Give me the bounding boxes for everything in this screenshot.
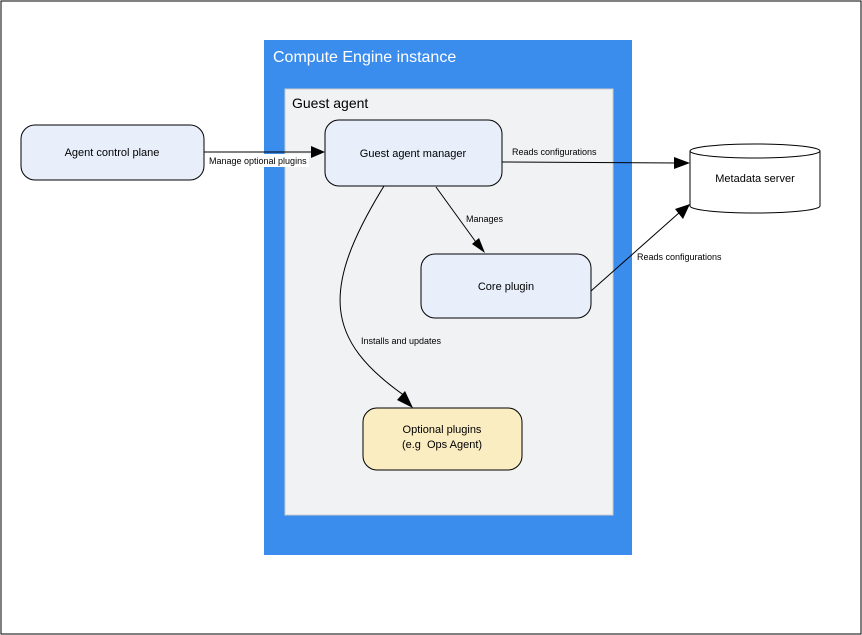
compute-engine-title: Compute Engine instance (273, 49, 456, 66)
edge-label-manages: Manages (466, 214, 504, 224)
guest-agent-manager-label: Guest agent manager (360, 148, 467, 160)
optional-plugins-box (362, 407, 523, 471)
edge-label-reads-configurations-manager: Reads configurations (512, 147, 597, 157)
edge-label-reads-configurations-core: Reads configurations (637, 252, 722, 262)
node-agent-control-plane: Agent control plane (20, 124, 205, 181)
node-guest-agent-manager: Guest agent manager (324, 119, 503, 187)
edge-labels: Manage optional plugins Reads configurat… (207, 147, 722, 346)
metadata-server-cylinder-top (689, 143, 821, 159)
core-plugin-box (420, 253, 592, 319)
arrowhead-manages (472, 238, 485, 253)
metadata-server-cylinder-body (689, 151, 821, 214)
guest-agent-title: Guest agent (292, 95, 368, 111)
optional-plugins-label-line2: (e.g Ops Agent) (402, 439, 482, 451)
core-plugin-label: Core plugin (478, 281, 534, 293)
edges (204, 146, 690, 408)
edge-label-bg-manage (207, 154, 309, 167)
edge-manages (435, 186, 479, 246)
arrowhead-reads-configurations-manager (674, 157, 690, 169)
edge-reads-configurations-core (590, 211, 681, 292)
edge-label-installs-and-updates: Installs and updates (361, 336, 442, 346)
edge-installs-and-updates (339, 185, 406, 397)
edge-reads-configurations-manager (501, 161, 680, 164)
node-metadata-server: Metadata server (689, 143, 821, 214)
agent-control-plane-box (20, 124, 205, 181)
node-optional-plugins: Optional plugins (e.g Ops Agent) (362, 407, 523, 471)
optional-plugins-label-line1: Optional plugins (403, 424, 482, 436)
arrowhead-reads-configurations-core (675, 204, 690, 219)
agent-control-plane-label: Agent control plane (65, 147, 160, 159)
metadata-server-label: Metadata server (715, 173, 795, 185)
arrowhead-manage-optional-plugins (311, 146, 325, 158)
arrowhead-installs-and-updates (397, 391, 413, 408)
guest-agent-manager-box (324, 119, 503, 187)
edge-label-manage-optional-plugins: Manage optional plugins (209, 156, 307, 166)
node-core-plugin: Core plugin (420, 253, 592, 319)
